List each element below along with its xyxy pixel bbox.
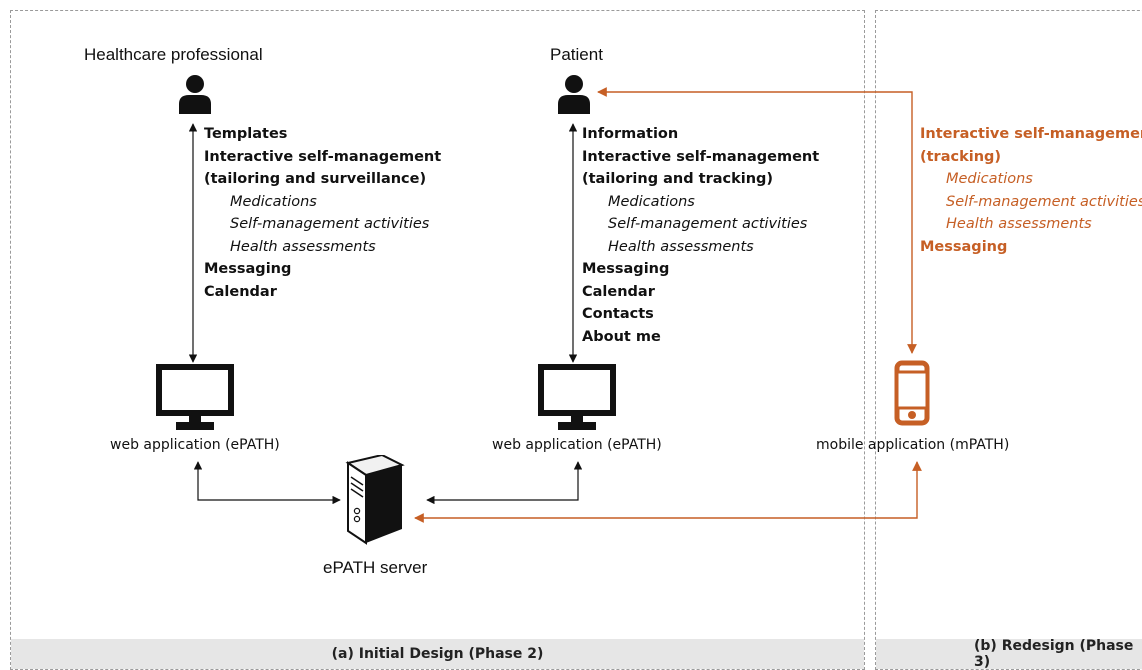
list-item: (tailoring and surveillance) — [204, 171, 427, 187]
list-item: Health assessments — [608, 238, 754, 255]
patient-to-mobile-arrow — [597, 87, 917, 354]
server-tower-icon — [342, 453, 428, 550]
list-item: Medications — [608, 193, 695, 210]
patient-feature-list: Information Interactive self-management … — [582, 123, 819, 348]
list-item: Information — [582, 126, 679, 142]
smartphone-icon — [894, 360, 930, 431]
list-item: Medications — [230, 193, 317, 210]
monitor-icon — [538, 364, 616, 437]
redesign-caption: (b) Redesign (Phase 3) — [876, 638, 1142, 670]
list-item: (tailoring and tracking) — [582, 171, 774, 187]
list-item: Interactive self-management — [204, 148, 442, 165]
list-item: Messaging — [920, 238, 1008, 255]
web-left-to-server-arrow — [193, 461, 341, 505]
list-item: Self-management activities — [230, 216, 430, 232]
list-item: Self-management activities — [946, 193, 1142, 210]
person-icon — [556, 74, 592, 119]
web-app-left-label: web application (ePATH) — [110, 437, 280, 453]
list-item: Medications — [946, 171, 1033, 187]
person-icon — [177, 74, 213, 119]
list-item: About me — [582, 328, 661, 345]
list-item: Interactive self-management — [920, 126, 1142, 142]
hcp-feature-list: Templates Interactive self-management (t… — [204, 123, 441, 303]
list-item: Contacts — [582, 306, 654, 322]
server-to-mobile-arrow — [414, 461, 922, 523]
list-item: (tracking) — [920, 148, 1002, 165]
list-item: Health assessments — [946, 216, 1092, 232]
healthcare-professional-title: Healthcare professional — [84, 45, 263, 64]
list-item: Messaging — [582, 261, 670, 277]
web-app-right-label: web application (ePATH) — [492, 437, 662, 453]
list-item: Calendar — [204, 283, 277, 300]
mobile-feature-list: Interactive self-management (tracking) M… — [920, 123, 1142, 258]
initial-design-caption: (a) Initial Design (Phase 2) — [11, 639, 864, 669]
list-item: Health assessments — [230, 238, 376, 255]
list-item: Messaging — [204, 261, 292, 277]
patient-title: Patient — [550, 45, 603, 64]
list-item: Templates — [204, 126, 288, 142]
server-label: ePATH server — [323, 558, 428, 577]
server-to-web-right-arrow — [426, 461, 583, 505]
list-item: Calendar — [582, 283, 655, 300]
list-item: Self-management activities — [608, 216, 808, 232]
mobile-app-label: mobile application (mPATH) — [816, 437, 1010, 453]
monitor-icon — [156, 364, 234, 437]
list-item: Interactive self-management — [582, 148, 820, 165]
